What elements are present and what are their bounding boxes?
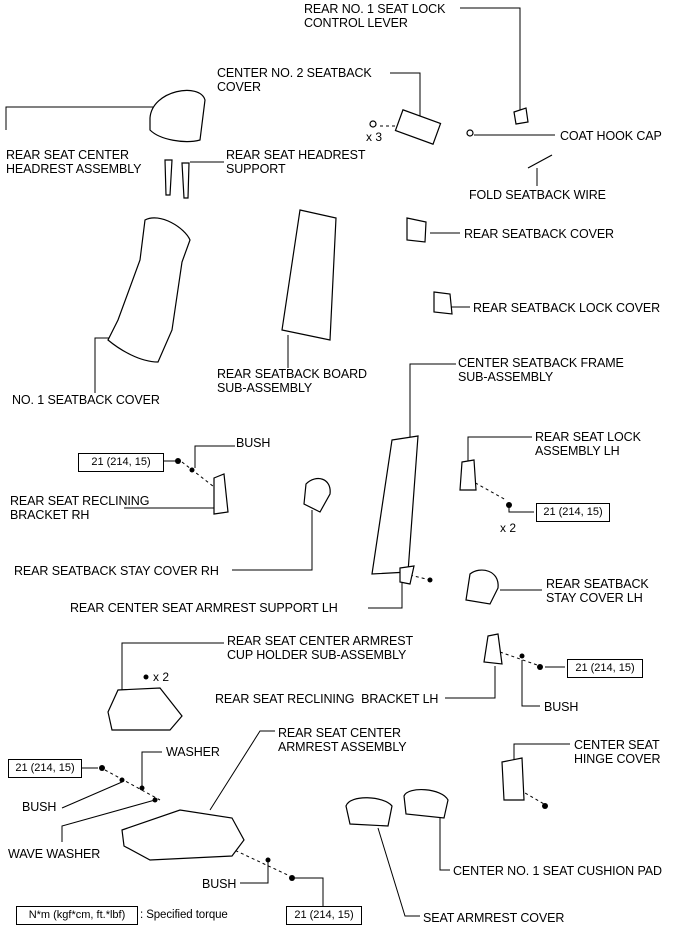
leader-hinge	[513, 743, 570, 760]
label-center-headrest: REAR SEAT CENTER HEADREST ASSEMBLY	[6, 148, 142, 176]
leader-frame	[409, 363, 456, 440]
quantity-bolts-lock: x 2	[500, 521, 517, 535]
label-wave-washer: WAVE WASHER	[8, 847, 101, 861]
leader-bush-left	[61, 781, 123, 809]
lock-cover-part	[433, 291, 453, 315]
label-lock-assy-lh: REAR SEAT LOCK ASSEMBLY LH	[535, 430, 641, 458]
leader-armrest-cover	[377, 827, 420, 917]
leader-t2	[508, 505, 534, 513]
label-no1-seatback-cover: NO. 1 SEATBACK COVER	[12, 393, 160, 407]
label-armrest-cover: SEAT ARMREST COVER	[423, 911, 565, 925]
frame-part	[371, 435, 419, 575]
screw-part	[369, 120, 377, 128]
label-reclining-rh: REAR SEAT RECLINING BRACKET RH	[10, 494, 150, 522]
label-bush-mid: BUSH	[544, 700, 579, 714]
label-bush-left: BUSH	[22, 800, 57, 814]
label-fold-wire: FOLD SEATBACK WIRE	[469, 188, 606, 202]
cushion-pad-part	[403, 789, 449, 819]
leader-cup-holder	[121, 642, 224, 690]
torque-box-armrest: 21 (214, 15)	[8, 759, 82, 778]
leader-stay-rh	[232, 510, 313, 571]
fold-wire-part	[527, 154, 553, 169]
armrest-support-part	[399, 565, 415, 585]
leader-armrest-support	[368, 575, 403, 609]
label-bush-bottom: BUSH	[202, 877, 237, 891]
leader-lock-lh	[467, 436, 532, 462]
lock-lever-part	[513, 107, 529, 125]
quantity-screws-center-cover: x 3	[366, 130, 383, 144]
label-stay-cover-rh: REAR SEATBACK STAY COVER RH	[14, 564, 219, 578]
label-seatback-cover: REAR SEATBACK COVER	[464, 227, 614, 241]
torque-box-bottom: 21 (214, 15)	[286, 906, 362, 925]
quantity-screws-cup-holder: x 2	[153, 670, 170, 684]
label-reclining-lh: REAR SEAT RECLINING BRACKET LH	[215, 692, 439, 706]
leader-cushion	[439, 815, 450, 871]
label-cup-holder: REAR SEAT CENTER ARMREST CUP HOLDER SUB-…	[227, 634, 414, 662]
label-hinge-cover: CENTER SEAT HINGE COVER	[574, 738, 661, 766]
label-washer: WASHER	[166, 745, 220, 759]
leader-bush-bottom	[240, 862, 269, 884]
label-armrest-support-lh: REAR CENTER SEAT ARMREST SUPPORT LH	[70, 601, 338, 615]
torque-box-lock-lh: 21 (214, 15)	[536, 503, 610, 522]
label-frame-subassy: CENTER SEATBACK FRAME SUB-ASSEMBLY	[458, 356, 624, 384]
stay-cover-lh-part	[465, 569, 499, 605]
armrest-assy-part	[121, 809, 245, 861]
torque-legend-box: N*m (kgf*cm, ft.*lbf)	[16, 906, 138, 925]
leader-reclining-lh	[445, 666, 496, 699]
label-bush-top: BUSH	[236, 436, 271, 450]
board-part	[281, 209, 337, 341]
torque-box-reclining-lh: 21 (214, 15)	[567, 659, 643, 678]
headrest-part	[149, 89, 206, 143]
leader-lock-lever	[460, 7, 521, 110]
center-no2-cover-part	[394, 109, 442, 145]
label-coat-hook-cap: COAT HOOK CAP	[560, 129, 662, 143]
label-stay-cover-lh: REAR SEATBACK STAY COVER LH	[546, 577, 649, 605]
hinge-cover-part	[501, 757, 525, 801]
leader-center-no2	[390, 72, 421, 120]
lock-assy-lh-part	[459, 459, 477, 491]
label-center-no2-cover: CENTER NO. 2 SEATBACK COVER	[217, 66, 372, 94]
armrest-cover-part	[345, 797, 393, 827]
leader-armrest-assy	[209, 730, 275, 811]
cup-holder-part	[107, 687, 183, 731]
legend-description: : Specified torque	[140, 909, 228, 921]
leader-bush-top	[194, 445, 235, 468]
torque-box-reclining-rh: 21 (214, 15)	[78, 453, 164, 472]
label-cushion-pad: CENTER NO. 1 SEAT CUSHION PAD	[453, 864, 662, 878]
bracket-rh-part	[213, 473, 229, 515]
leader-bush-mid	[521, 660, 540, 707]
leader-wave-washer	[61, 799, 156, 842]
bracket-lh-part	[483, 633, 503, 665]
headrest-stay-part	[164, 159, 190, 199]
label-seatback-lock-cover: REAR SEATBACK LOCK COVER	[473, 301, 660, 315]
label-armrest-assy: REAR SEAT CENTER ARMREST ASSEMBLY	[278, 726, 407, 754]
leader-washer	[141, 751, 162, 790]
leader-t5	[295, 877, 324, 906]
no1-seatback-part	[107, 217, 191, 363]
label-lock-lever: REAR NO. 1 SEAT LOCK CONTROL LEVER	[304, 2, 446, 30]
stay-cover-rh-part	[303, 477, 331, 513]
coat-hook-part	[466, 129, 474, 137]
label-board-subassy: REAR SEATBACK BOARD SUB-ASSEMBLY	[217, 367, 367, 395]
seatback-cover-part	[406, 217, 427, 243]
label-headrest-support: REAR SEAT HEADREST SUPPORT	[226, 148, 366, 176]
